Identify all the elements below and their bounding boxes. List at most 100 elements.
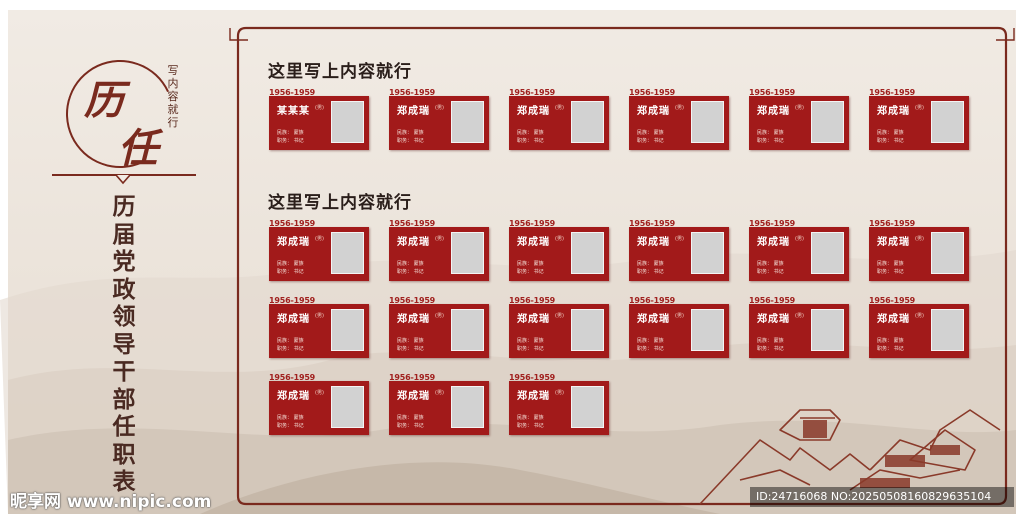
id-text: ID:24716068 NO:20250508160829635104: [756, 490, 992, 503]
card-gender: (男): [915, 313, 924, 319]
photo-placeholder: [571, 309, 604, 351]
card-name: 郑成瑞: [757, 106, 790, 117]
card-years: 1956-1959: [869, 219, 916, 228]
card-years: 1956-1959: [269, 88, 316, 97]
card-ethnicity: 民族： 蒙族: [877, 130, 904, 136]
card-position: 职务： 书记: [517, 423, 544, 429]
photo-placeholder: [451, 309, 484, 351]
card-name: 郑成瑞: [637, 314, 670, 325]
card-body: 郑成瑞(男)民族： 蒙族职务： 书记: [749, 304, 849, 358]
card-name: 郑成瑞: [637, 106, 670, 117]
card-body: 郑成瑞(男)民族： 蒙族职务： 书记: [629, 227, 729, 281]
card-name: 郑成瑞: [397, 314, 430, 325]
card-position: 职务： 书记: [877, 269, 904, 275]
card-body: 郑成瑞(男)民族： 蒙族职务： 书记: [269, 227, 369, 281]
card-ethnicity: 民族： 蒙族: [757, 130, 784, 136]
photo-placeholder: [691, 309, 724, 351]
watermark-text: 昵享网 www.nipic.com: [10, 492, 212, 512]
card-gender: (男): [915, 236, 924, 242]
card-gender: (男): [315, 390, 324, 396]
card-years: 1956-1959: [629, 88, 676, 97]
card-position: 职务： 书记: [517, 346, 544, 352]
card-gender: (男): [675, 105, 684, 111]
card-name: 郑成瑞: [637, 237, 670, 248]
card-gender: (男): [795, 105, 804, 111]
card-gender: (男): [555, 390, 564, 396]
card-ethnicity: 民族： 蒙族: [397, 130, 424, 136]
photo-placeholder: [451, 232, 484, 274]
card-name: 郑成瑞: [877, 314, 910, 325]
card-body: 郑成瑞(男)民族： 蒙族职务： 书记: [389, 304, 489, 358]
card-gender: (男): [435, 236, 444, 242]
card-years: 1956-1959: [749, 88, 796, 97]
photo-placeholder: [691, 101, 724, 143]
card-name: 郑成瑞: [277, 391, 310, 402]
card-name: 郑成瑞: [397, 237, 430, 248]
card-ethnicity: 民族： 蒙族: [637, 338, 664, 344]
card-ethnicity: 民族： 蒙族: [397, 261, 424, 267]
card-ethnicity: 民族： 蒙族: [877, 338, 904, 344]
card-ethnicity: 民族： 蒙族: [277, 130, 304, 136]
card-position: 职务： 书记: [757, 346, 784, 352]
photo-placeholder: [451, 386, 484, 428]
divider-chevron-icon: [116, 175, 130, 185]
photo-placeholder: [811, 101, 844, 143]
card-gender: (男): [795, 236, 804, 242]
photo-placeholder: [571, 101, 604, 143]
card-years: 1956-1959: [389, 373, 436, 382]
card-gender: (男): [915, 105, 924, 111]
photo-placeholder: [331, 309, 364, 351]
card-position: 职务： 书记: [757, 138, 784, 144]
card-body: 某某某(男)民族： 蒙族职务： 书记: [269, 96, 369, 150]
section-title-1: 这里写上内容就行: [268, 62, 412, 82]
card-name: 郑成瑞: [397, 391, 430, 402]
card-name: 郑成瑞: [397, 106, 430, 117]
card-name: 郑成瑞: [517, 391, 550, 402]
card-name: 郑成瑞: [277, 314, 310, 325]
card-position: 职务： 书记: [397, 423, 424, 429]
card-body: 郑成瑞(男)民族： 蒙族职务： 书记: [389, 96, 489, 150]
badge-char-li: 历: [84, 77, 124, 124]
card-name: 郑成瑞: [277, 237, 310, 248]
card-position: 职务： 书记: [637, 269, 664, 275]
card-position: 职务： 书记: [397, 346, 424, 352]
card-body: 郑成瑞 (男) 民族： 蒙族职务： 书记: [749, 96, 849, 150]
card-gender: (男): [555, 236, 564, 242]
card-years: 1956-1959: [629, 219, 676, 228]
card-body: 郑成瑞(男)民族： 蒙族职务： 书记: [869, 227, 969, 281]
card-ethnicity: 民族： 蒙族: [277, 261, 304, 267]
card-years: 1956-1959: [389, 88, 436, 97]
card-ethnicity: 民族： 蒙族: [277, 338, 304, 344]
card-years: 1956-1959: [869, 296, 916, 305]
card-ethnicity: 民族： 蒙族: [517, 130, 544, 136]
badge-char-ren: 任: [118, 125, 158, 172]
card-gender: (男): [675, 236, 684, 242]
card-ethnicity: 民族： 蒙族: [517, 261, 544, 267]
card-gender: (男): [435, 105, 444, 111]
leader-card: 1956-1959 郑成瑞 (男) 民族： 蒙族职务： 书记: [389, 219, 489, 281]
card-gender: (男): [315, 105, 324, 111]
card-body: 郑成瑞(男)民族： 蒙族职务： 书记: [629, 304, 729, 358]
card-position: 职务： 书记: [397, 269, 424, 275]
card-name: 郑成瑞: [877, 106, 910, 117]
card-ethnicity: 民族： 蒙族: [757, 338, 784, 344]
card-years: 1956-1959: [389, 219, 436, 228]
card-body: 郑成瑞(男)民族： 蒙族职务： 书记: [509, 96, 609, 150]
card-gender: (男): [795, 313, 804, 319]
photo-placeholder: [691, 232, 724, 274]
photo-placeholder: [811, 309, 844, 351]
card-years: 1956-1959: [509, 373, 556, 382]
card-body: 郑成瑞(男)民族： 蒙族职务： 书记: [629, 96, 729, 150]
card-position: 职务： 书记: [277, 138, 304, 144]
